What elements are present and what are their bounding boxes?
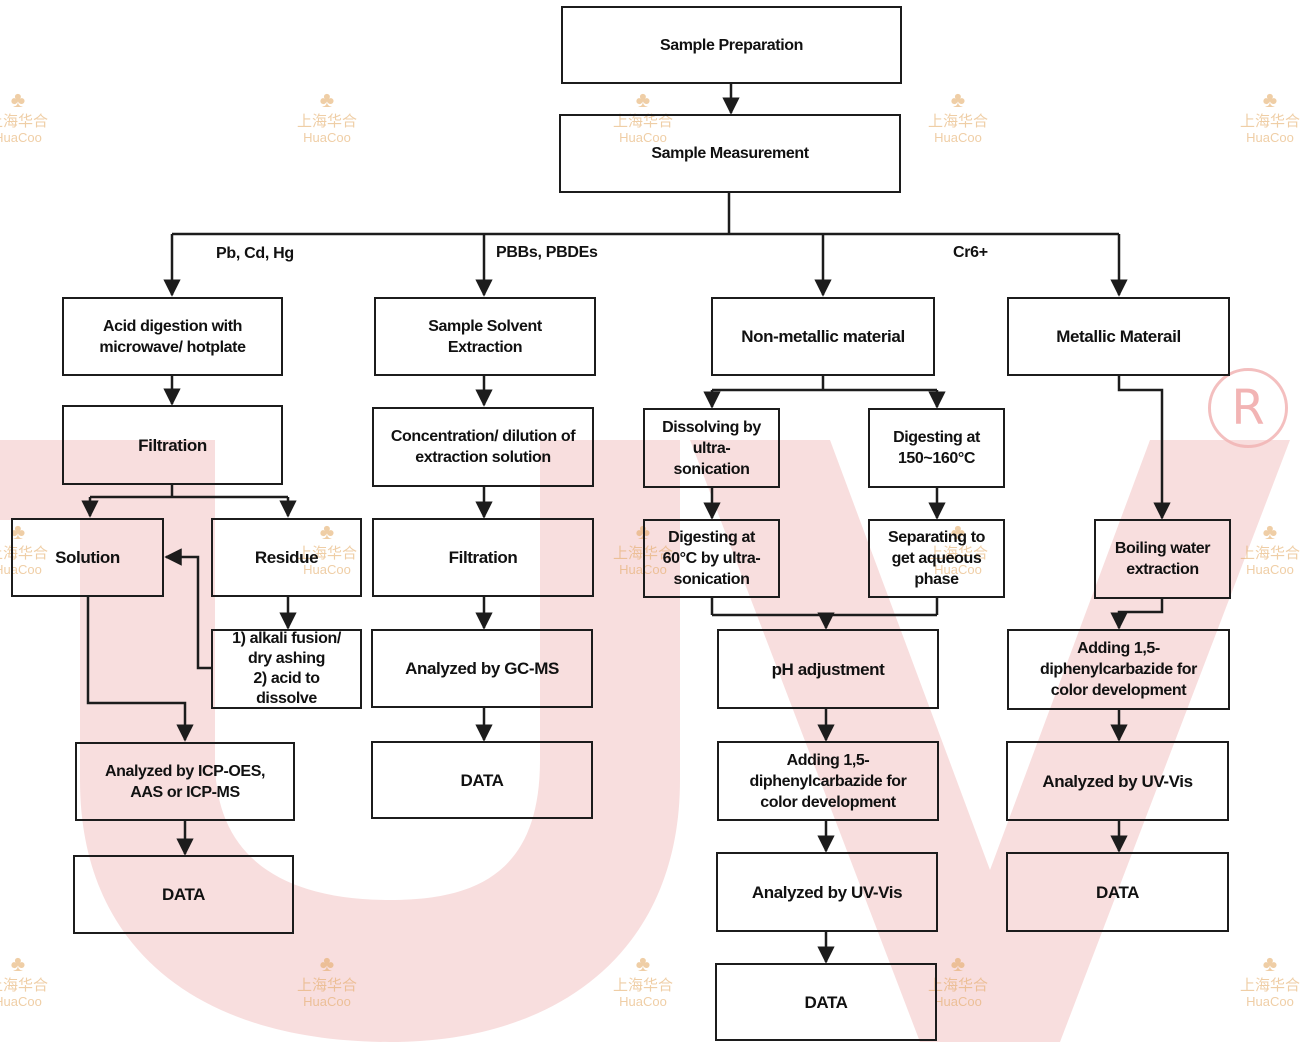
node-data: DATA: [715, 963, 937, 1041]
node-filtration: Filtration: [372, 518, 594, 597]
node-data: DATA: [371, 741, 593, 819]
node-metallic: Metallic Materail: [1007, 297, 1230, 376]
node-digesting-60: Digesting at 60°C by ultra- sonication: [643, 519, 780, 598]
node-boiling-water: Boiling water extraction: [1094, 519, 1231, 599]
node-ph-adjustment: pH adjustment: [717, 629, 939, 709]
node-adding-dpc: Adding 1,5- diphenylcarbazide for color …: [1007, 629, 1230, 710]
node-icp-analysis: Analyzed by ICP-OES, AAS or ICP-MS: [75, 742, 295, 821]
node-data: DATA: [1006, 852, 1229, 932]
node-alkali-fusion: 1) alkali fusion/ dry ashing 2) acid to …: [211, 629, 362, 709]
node-uvvis-analysis: Analyzed by UV-Vis: [1006, 741, 1229, 821]
branch-label-chromium: Cr6+: [953, 244, 988, 261]
node-uvvis-analysis: Analyzed by UV-Vis: [716, 852, 938, 932]
branch-label-brominated: PBBs, PBDEs: [496, 244, 598, 261]
node-sample-preparation: Sample Preparation: [561, 6, 902, 84]
node-concentration: Concentration/ dilution of extraction so…: [372, 407, 594, 487]
node-gcms-analysis: Analyzed by GC-MS: [371, 629, 593, 708]
registered-mark-icon: R: [1208, 368, 1288, 448]
node-separating: Separating to get aqueous phase: [868, 519, 1005, 598]
node-data: DATA: [73, 855, 294, 934]
node-filtration: Filtration: [62, 405, 283, 485]
branch-label-heavy-metals: Pb, Cd, Hg: [216, 245, 294, 262]
node-dissolving: Dissolving by ultra- sonication: [643, 408, 780, 488]
node-residue: Residue: [211, 518, 362, 597]
node-non-metallic: Non-metallic material: [711, 297, 935, 376]
node-adding-dpc: Adding 1,5- diphenylcarbazide for color …: [717, 741, 939, 821]
node-sample-measurement: Sample Measurement: [559, 114, 901, 193]
node-solution: Solution: [11, 518, 164, 597]
node-digesting-150: Digesting at 150~160°C: [868, 408, 1005, 488]
node-acid-digestion: Acid digestion with microwave/ hotplate: [62, 297, 283, 376]
node-solvent-extraction: Sample Solvent Extraction: [374, 297, 596, 376]
